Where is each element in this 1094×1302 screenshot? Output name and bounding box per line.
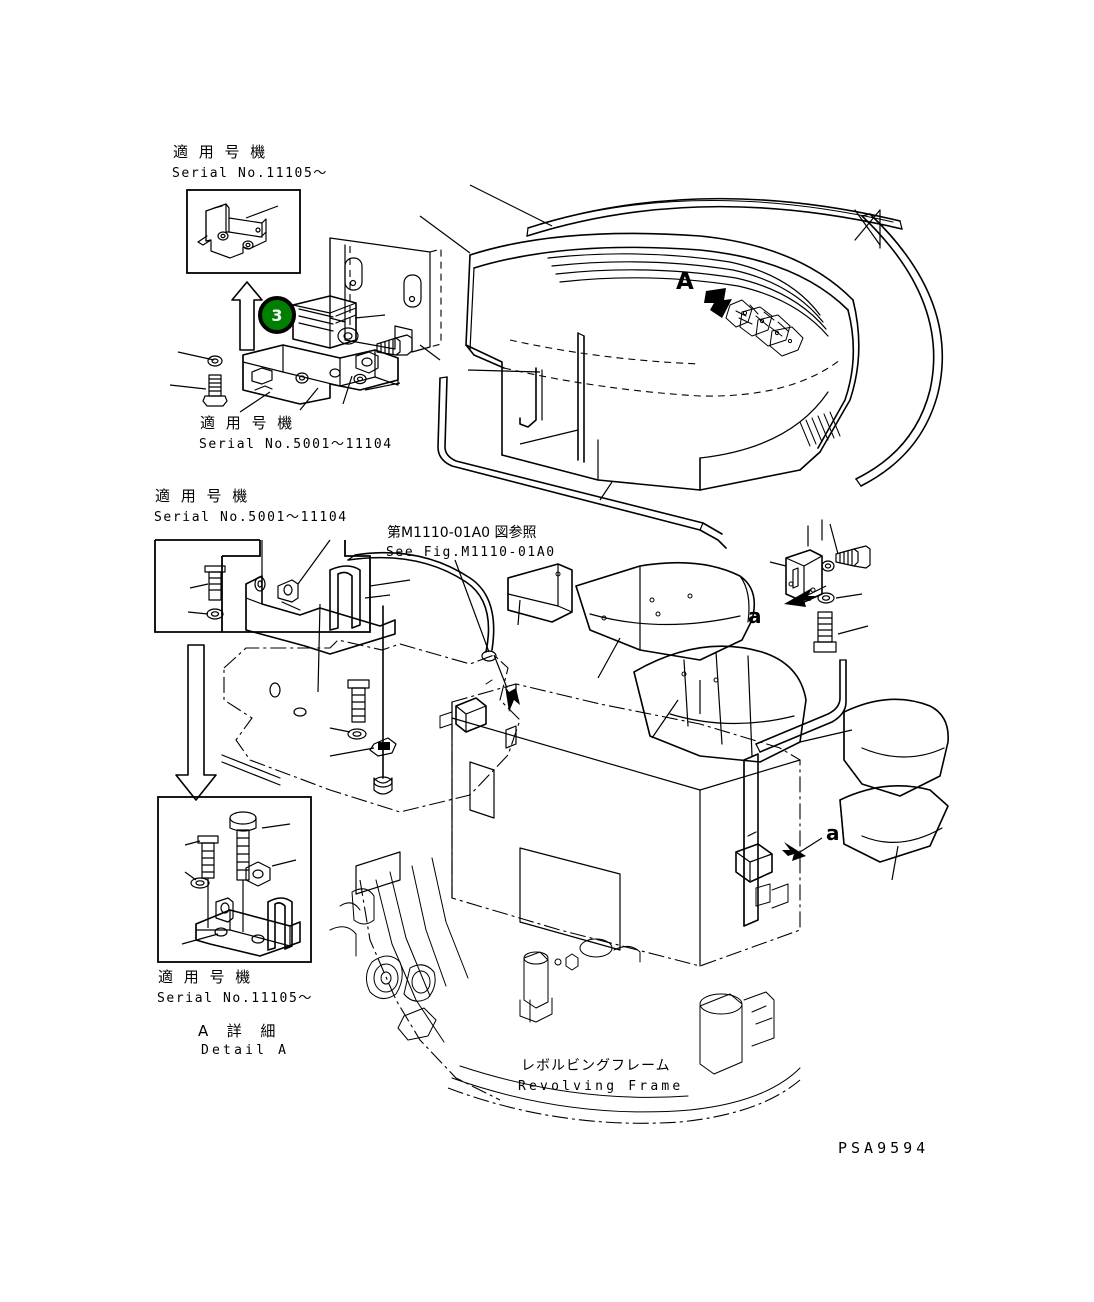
bracket-detail-upper [197,203,279,259]
serial-top-label-rom: Serial No.11105〜 [172,166,328,181]
serial-bottom-label-rom: Serial No.11105〜 [157,991,313,1006]
serial-mid-label-rom: Serial No.5001〜11104 [199,437,393,452]
serial-left-label-rom: Serial No.5001〜11104 [154,510,348,525]
section-arrow-a [704,288,732,318]
floor-plate-phantom [221,603,521,813]
grille-detail [799,411,841,447]
detail-a-caption-jp: A 詳 細 [198,1022,279,1040]
arrow-down-outline-long [175,644,217,801]
detail-box-middle-bracket [154,539,396,801]
part-marker-3[interactable]: 3 [258,296,296,334]
revolving-frame-label-rom: Revolving Frame [518,1079,684,1094]
callout-a-lower: a [826,821,840,845]
section-callout-a: A [676,269,694,295]
bolt-middle-detail [204,565,226,601]
detail-box-upper-bracket [186,189,301,351]
revolving-frame-label-jp: レボルビングフレーム [521,1058,671,1074]
serial-mid-label-jp: 適 用 号 機 [200,414,296,432]
serial-bottom-label-jp: 適 用 号 機 [158,968,254,986]
detail-box-lower-bracket [157,796,312,963]
bolt-upper-right [376,334,413,356]
detail-a-caption-rom: Detail A [201,1043,290,1058]
mount-bracket-hardware [769,519,871,653]
side-covers-assembly [507,519,949,881]
bolt-lower-small [197,835,219,879]
mesh-texture-patch [725,299,804,357]
serial-left-label-jp: 適 用 号 機 [155,487,251,505]
bolt-lower-tall [229,811,257,881]
callout-a-upper: a [748,604,762,628]
revolving-frame-assembly [329,679,801,1124]
arrow-up-outline [231,281,263,351]
serial-top-label-jp: 適 用 号 機 [173,143,269,161]
engine-hood-assembly [419,184,944,549]
bolt-plate-center [347,679,370,723]
see-fig-label-jp: 第M1110-01A0 図参照 [387,525,537,541]
exploded-assembly-upper [169,237,442,413]
see-fig-leader [347,551,520,712]
drawing-code: PSA9594 [838,1139,930,1157]
see-fig-label-rom: See Fig.M1110-01A0 [386,545,556,560]
callout-arrow-a-upper [784,588,815,607]
leader-detail-box-to-part [369,579,411,587]
callout-arrow-a-lower [782,842,806,861]
bolt-upper-left [202,374,228,407]
